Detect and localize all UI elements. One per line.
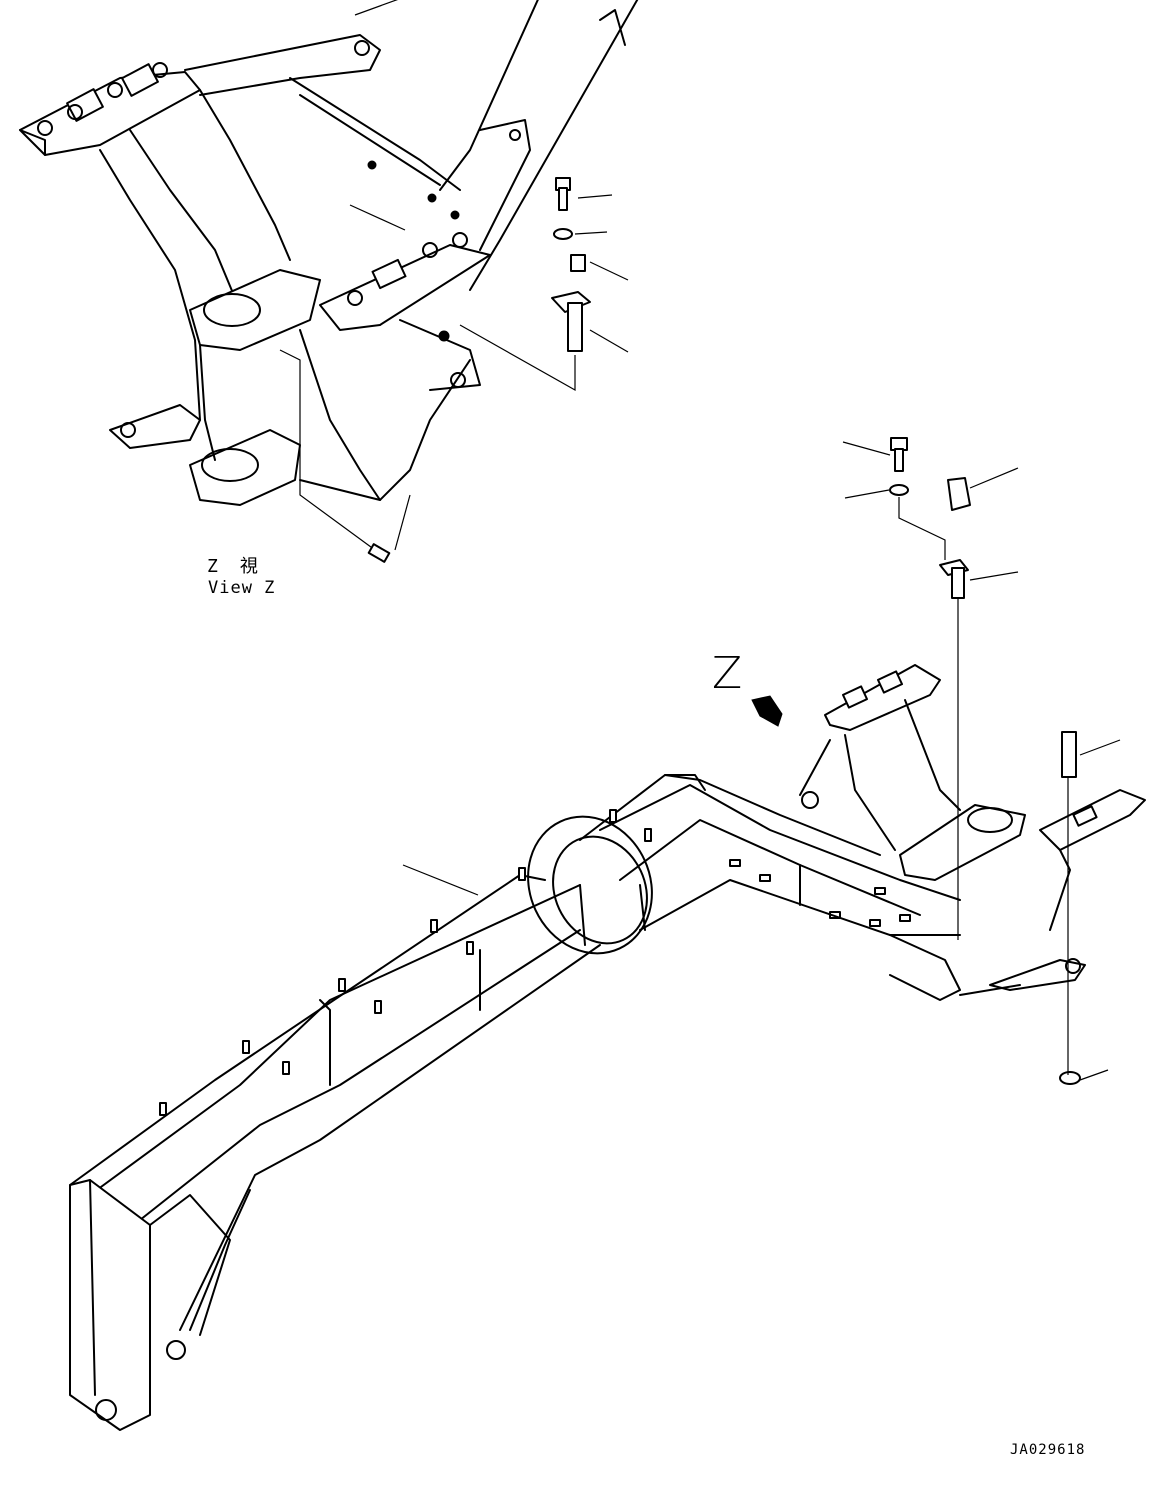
view-z-frame-detail: [19, 0, 639, 563]
arrow-down-right-icon: [751, 695, 783, 727]
view-z-marker: Z: [712, 648, 743, 699]
view-z-title-en: View Z: [208, 578, 276, 598]
view-z-title-ja: Z 視: [207, 556, 260, 577]
main-frame-assembly: [69, 437, 1146, 1431]
drawing-code: JA029618: [1010, 1442, 1086, 1458]
